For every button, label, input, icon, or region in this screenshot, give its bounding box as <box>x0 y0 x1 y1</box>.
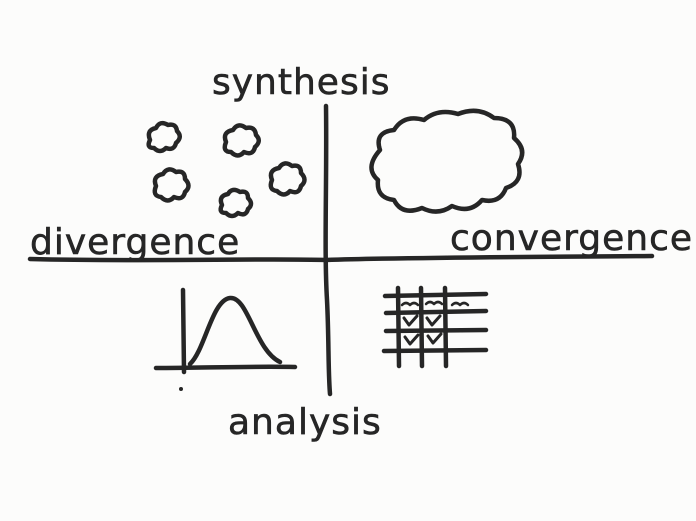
small-cloud <box>222 123 261 158</box>
label-synthesis: synthesis <box>212 62 391 104</box>
label-divergence: divergence <box>30 222 241 264</box>
horizontal-axis <box>27 253 655 263</box>
small-cloud <box>218 187 254 219</box>
vertical-axis <box>323 103 333 397</box>
large-cloud-icon <box>369 108 525 214</box>
checklist-grid-icon <box>381 285 489 369</box>
label-analysis: analysis <box>228 402 382 444</box>
small-cloud <box>146 120 182 154</box>
small-cloud <box>268 161 307 197</box>
small-clouds-icon <box>146 120 307 219</box>
small-cloud <box>152 167 191 203</box>
label-convergence: convergence <box>450 218 694 260</box>
bell-curve-chart-icon <box>153 287 298 391</box>
